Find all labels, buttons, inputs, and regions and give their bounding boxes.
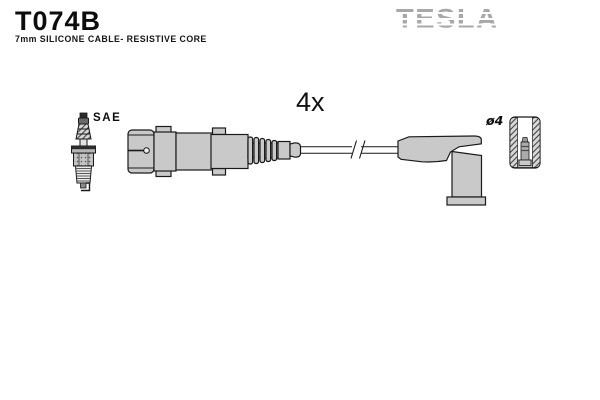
- sae-terminal-label: SAE: [93, 112, 122, 124]
- tesla-logo: TESLA: [396, 3, 499, 35]
- terminal-cross-section-drawing: [509, 116, 541, 169]
- wire-drawing: [300, 140, 399, 159]
- part-number: T074B: [15, 6, 102, 36]
- product-description: 7mm SILICONE CABLE- RESISTIVE CORE: [15, 34, 207, 44]
- diameter-label: ø4: [486, 113, 504, 128]
- logo-stripe-overlay: [396, 3, 499, 35]
- quantity-label: 4x: [296, 87, 325, 117]
- boot-drawing: [397, 135, 487, 206]
- cable-connector-drawing: [127, 125, 302, 178]
- spark-plug-drawing: [71, 112, 96, 192]
